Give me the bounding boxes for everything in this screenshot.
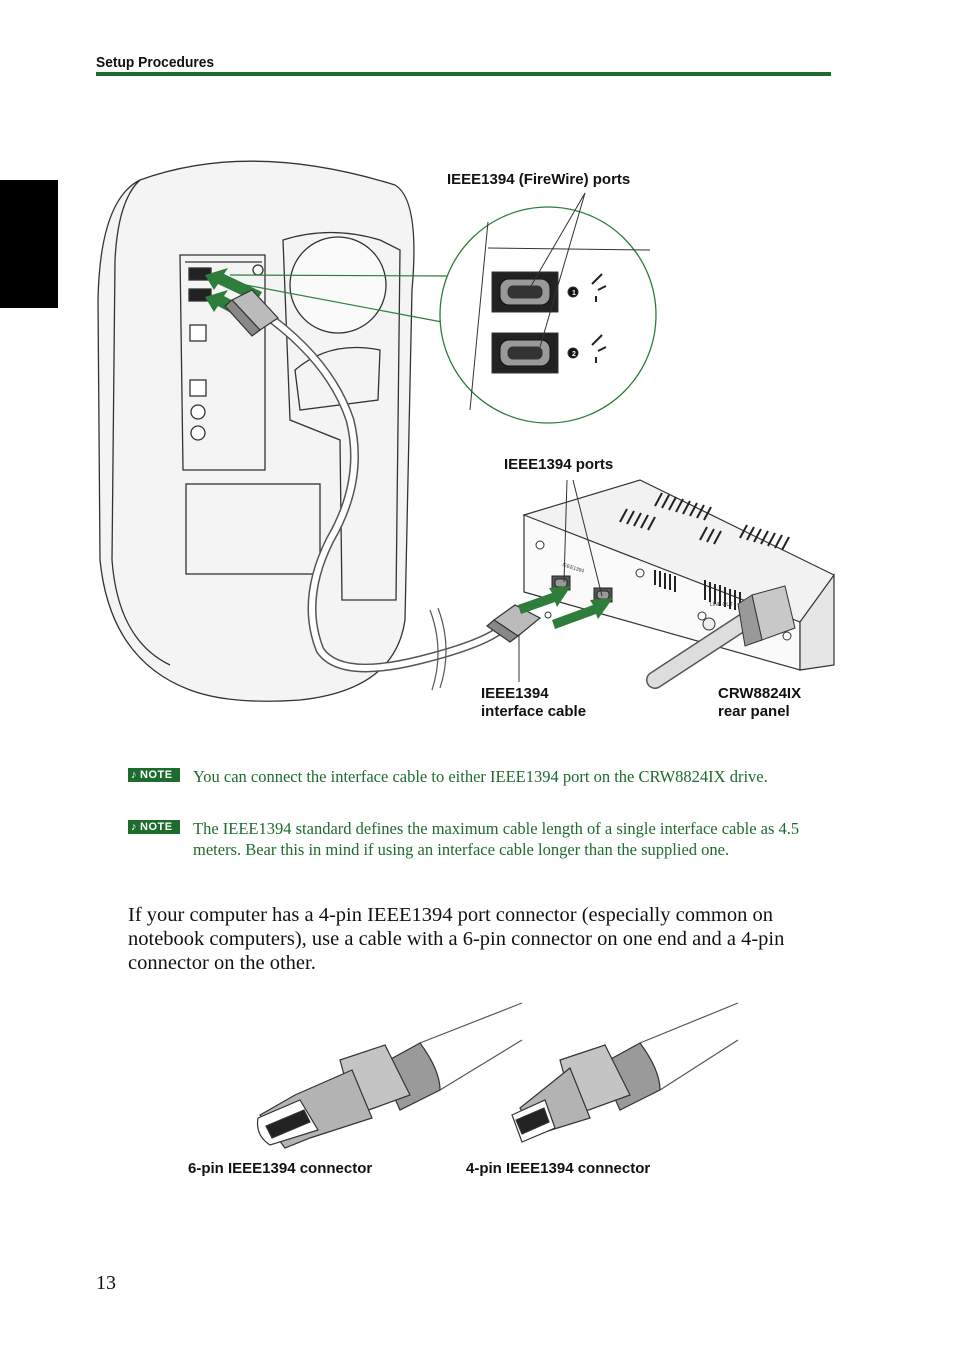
page-number: 13	[96, 1272, 116, 1294]
note-badge: ♪NOTE	[128, 820, 180, 834]
header-rule	[96, 72, 831, 76]
drive-label-leaders	[518, 479, 603, 682]
four-pin-connector	[511, 1002, 739, 1143]
line-out-jack	[702, 617, 716, 631]
computer-tower	[97, 160, 415, 702]
panel-label-line2: rear panel	[718, 703, 790, 720]
cable-label-line2: interface cable	[481, 703, 587, 720]
six-pin-connector	[256, 1002, 523, 1149]
chapter-tab	[0, 180, 58, 308]
six-pin-label: 6-pin IEEE1394 connector	[188, 1160, 373, 1177]
panel-label-line1: CRW8824IX	[718, 685, 802, 702]
port-number-2: 2	[572, 351, 576, 358]
note-badge: ♪NOTE	[128, 768, 180, 782]
computer-side-plug	[224, 289, 279, 337]
drive-ports-label: IEEE1394 ports	[504, 456, 614, 473]
section-title: Setup Procedures	[96, 54, 215, 71]
drive-port-arrows	[518, 586, 613, 629]
zoom-interior	[469, 221, 651, 411]
music-note-icon: ♪	[131, 821, 137, 833]
cable-label-line1: IEEE1394	[481, 685, 549, 702]
note-text: The IEEE1394 standard defines the maximu…	[193, 819, 800, 859]
drive-side-plug	[486, 604, 542, 643]
drive-screws	[535, 540, 792, 641]
music-note-icon: ♪	[131, 769, 137, 781]
zoom-lines	[229, 274, 449, 323]
note-text: You can connect the interface cable to e…	[193, 767, 768, 786]
body-paragraph: If your computer has a 4-pin IEEE1394 po…	[128, 904, 785, 974]
firewire-label-leaders	[530, 192, 586, 348]
line-out-text: LINE OUT	[710, 602, 733, 608]
port-number-1: 1	[572, 290, 576, 297]
firewire-ports-label: IEEE1394 (FireWire) ports	[447, 171, 631, 188]
four-pin-label: 4-pin IEEE1394 connector	[466, 1160, 651, 1177]
power-cable	[646, 585, 796, 689]
firewire-ports-zoom	[439, 206, 657, 424]
interface-cable	[257, 307, 505, 691]
